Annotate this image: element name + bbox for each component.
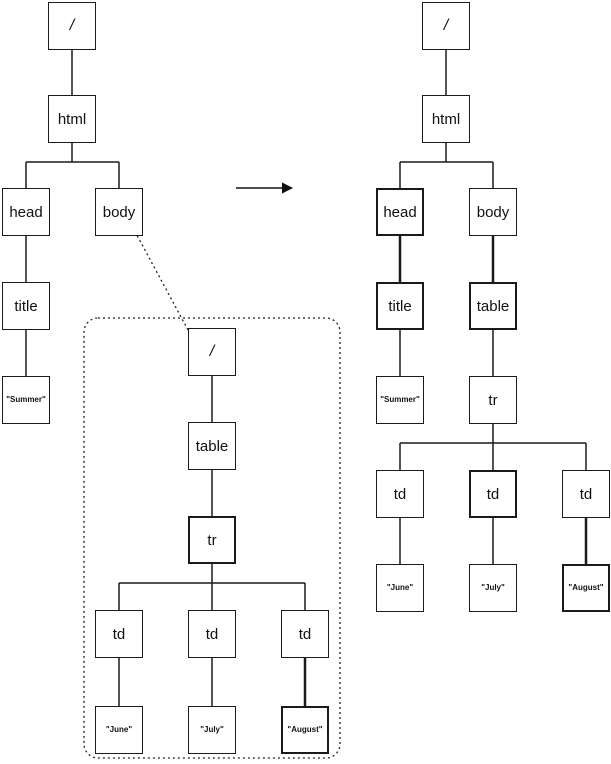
- right-td-node-3: td: [562, 470, 610, 518]
- right-july-text-node: "July": [469, 564, 517, 612]
- fragment-table-node: table: [188, 422, 236, 470]
- fragment-td-node-3: td: [281, 610, 329, 658]
- fragment-june-text-node: "June": [95, 706, 143, 754]
- fragment-august-text-node: "August": [281, 706, 329, 754]
- right-tr-node: tr: [469, 376, 517, 424]
- left-root-node: /: [48, 2, 96, 50]
- right-td-node-2: td: [469, 470, 517, 518]
- fragment-july-text-node: "July": [188, 706, 236, 754]
- left-head-node: head: [2, 188, 50, 236]
- right-td-node-1: td: [376, 470, 424, 518]
- fragment-td-node-2: td: [188, 610, 236, 658]
- right-html-node: html: [422, 95, 470, 143]
- right-august-text-node: "August": [562, 564, 610, 612]
- fragment-tree-edges: [118, 374, 307, 706]
- fragment-container: [83, 317, 341, 759]
- left-summer-text-node: "Summer": [2, 376, 50, 424]
- right-summer-text-node: "Summer": [376, 376, 424, 424]
- right-body-node: body: [469, 188, 517, 236]
- right-head-node: head: [376, 188, 424, 236]
- fragment-root-node: /: [188, 328, 236, 376]
- left-body-node: body: [95, 188, 143, 236]
- right-root-node: /: [422, 2, 470, 50]
- right-title-node: title: [376, 282, 424, 330]
- insertion-pointer: [131, 225, 189, 331]
- left-title-node: title: [2, 282, 50, 330]
- right-table-node: table: [469, 282, 517, 330]
- right-june-text-node: "June": [376, 564, 424, 612]
- left-tree-edges: [25, 48, 120, 376]
- fragment-tr-node: tr: [188, 516, 236, 564]
- right-tree-edges: [398, 48, 588, 564]
- fragment-td-node-1: td: [95, 610, 143, 658]
- left-html-node: html: [48, 95, 96, 143]
